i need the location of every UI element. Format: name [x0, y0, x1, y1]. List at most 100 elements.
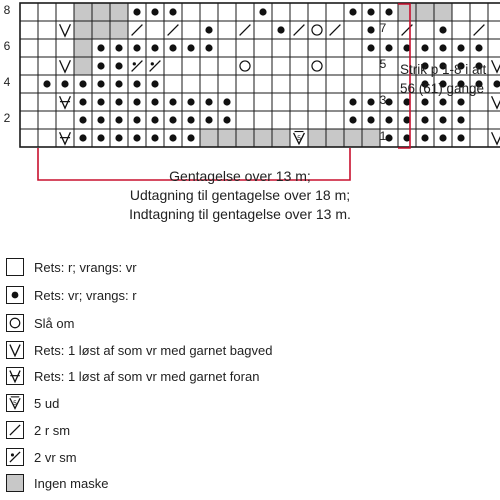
chart-cell — [199, 92, 219, 112]
chart-cell — [451, 2, 471, 22]
chart-cell — [235, 110, 255, 130]
chart-cell — [19, 38, 39, 58]
chart-cell — [73, 74, 93, 94]
svg-text:5: 5 — [13, 400, 17, 407]
chart-cell — [271, 56, 291, 76]
chart-cell — [91, 38, 111, 58]
chart-cell — [379, 2, 399, 22]
chart-cell — [37, 92, 57, 112]
chart-cell — [325, 128, 345, 148]
chart-cell — [109, 38, 129, 58]
repeat-note-line-1: Strik p 1-8 i alt — [400, 62, 487, 77]
chart-cell — [145, 128, 165, 148]
chart-cell — [73, 38, 93, 58]
chart-cell — [253, 110, 273, 130]
chart-cell — [271, 128, 291, 148]
repeat-bracket-right — [398, 3, 411, 149]
row-number-4: 4 — [3, 75, 11, 89]
chart-cell — [127, 56, 147, 76]
chart-cell — [199, 74, 219, 94]
chart-cell — [487, 56, 500, 76]
chart-cell — [433, 92, 453, 112]
chart-cell — [379, 110, 399, 130]
chart-cell — [91, 2, 111, 22]
chart-cell — [271, 92, 291, 112]
chart-cell — [253, 92, 273, 112]
chart-cell — [361, 2, 381, 22]
chart-cell — [199, 56, 219, 76]
chart-cell — [19, 2, 39, 22]
chart-cell — [163, 74, 183, 94]
chart-cell — [289, 110, 309, 130]
chart-cell — [199, 128, 219, 148]
no-stitch-icon — [6, 474, 24, 492]
yarn-over-icon — [6, 314, 24, 332]
chart-cell — [91, 92, 111, 112]
chart-cell — [109, 20, 129, 40]
chart-cell — [343, 128, 363, 148]
chart-cell — [307, 2, 327, 22]
chart-cell — [415, 38, 435, 58]
chart-cell — [325, 110, 345, 130]
chart-cell — [181, 110, 201, 130]
chart-cell — [163, 56, 183, 76]
chart-cell — [163, 110, 183, 130]
chart-cell — [433, 128, 453, 148]
chart-cell — [73, 56, 93, 76]
chart-cell — [307, 74, 327, 94]
chart-cell — [415, 20, 435, 40]
chart-cell — [253, 128, 273, 148]
chart-cell — [235, 128, 255, 148]
svg-text:5: 5 — [297, 135, 301, 142]
chart-cell — [451, 38, 471, 58]
chart-cell — [19, 128, 39, 148]
row-number-3: 3 — [379, 93, 387, 107]
legend-label: Rets: 1 løst af som vr med garnet foran — [34, 368, 260, 384]
chart-cell — [55, 20, 75, 40]
chart-cell — [91, 110, 111, 130]
chart-cell — [19, 20, 39, 40]
chart-cell — [145, 20, 165, 40]
chart-cell — [55, 110, 75, 130]
chart-cell — [469, 110, 489, 130]
chart-cell — [289, 38, 309, 58]
chart-cell — [109, 128, 129, 148]
chart-cell — [289, 92, 309, 112]
chart-cell — [145, 92, 165, 112]
chart-cell — [55, 74, 75, 94]
chart-cell — [19, 92, 39, 112]
chart-cell — [127, 74, 147, 94]
chart-cell — [451, 128, 471, 148]
chart-cell — [91, 74, 111, 94]
legend-item-k2tog: 2 r sm — [6, 421, 70, 439]
chart-cell — [217, 110, 237, 130]
chart-cell — [37, 38, 57, 58]
chart-border — [19, 2, 500, 148]
slip-back-icon — [6, 341, 24, 359]
chart-cell — [91, 56, 111, 76]
chart-cell — [127, 110, 147, 130]
chart-cell — [109, 110, 129, 130]
chart-cell — [433, 20, 453, 40]
chart-cell — [325, 92, 345, 112]
chart-cell — [379, 74, 399, 94]
repeat-bracket-bottom — [37, 148, 351, 181]
chart-cell — [235, 74, 255, 94]
chart-cell — [433, 56, 453, 76]
p2tog-icon — [6, 448, 24, 466]
legend-item-knit: Rets: r; vrangs: vr — [6, 258, 137, 276]
row-number-2: 2 — [3, 111, 11, 125]
chart-cell — [181, 92, 201, 112]
chart-cell — [73, 92, 93, 112]
chart-cell — [37, 110, 57, 130]
chart-cell — [217, 56, 237, 76]
legend-label: Ingen maske — [34, 475, 109, 491]
chart-cell — [469, 2, 489, 22]
chart-cell — [343, 74, 363, 94]
chart-cell — [415, 110, 435, 130]
chart-cell — [181, 56, 201, 76]
chart-cell — [181, 74, 201, 94]
five-out-icon: 5 — [6, 394, 24, 412]
chart-cell — [109, 74, 129, 94]
